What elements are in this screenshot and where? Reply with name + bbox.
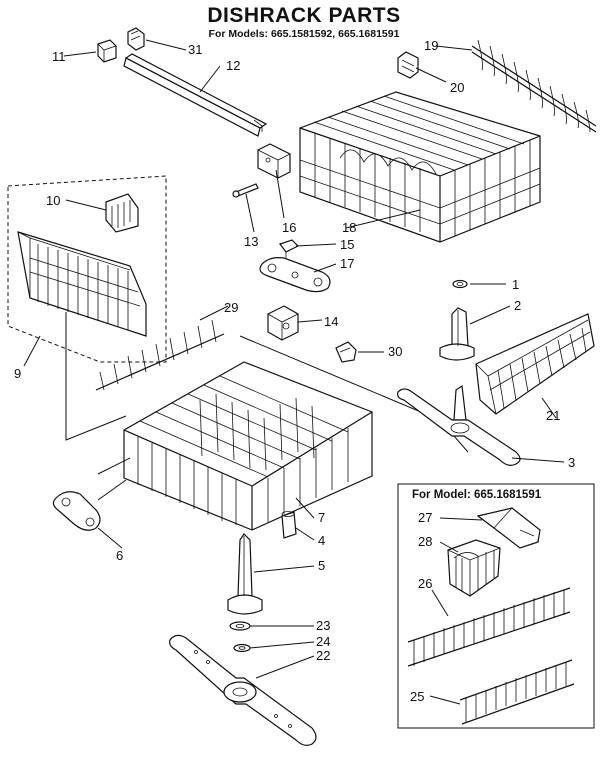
inset-box: For Model: 665.1681591 <box>397 483 595 729</box>
callout-7: 7 <box>318 510 325 525</box>
part-12-rail <box>123 53 268 137</box>
callout-14: 14 <box>324 314 338 329</box>
callout-13: 13 <box>244 234 258 249</box>
part-27-basket-handle <box>476 507 541 549</box>
callout-16: 16 <box>282 220 296 235</box>
part-24-washer <box>233 643 251 653</box>
callout-26: 26 <box>418 576 432 591</box>
part-19-tines <box>471 39 597 133</box>
callout-6: 6 <box>116 548 123 563</box>
callout-17: 17 <box>340 256 354 271</box>
callout-12: 12 <box>226 58 240 73</box>
part-11-end-cap <box>97 39 117 63</box>
part-21-side-basket <box>475 313 595 415</box>
part-18-upper-rack <box>299 91 541 243</box>
part-3-upper-spray-arm <box>397 384 521 466</box>
callout-5: 5 <box>318 558 325 573</box>
part-7-lower-rack <box>123 361 373 531</box>
callout-3: 3 <box>568 455 575 470</box>
callout-1: 1 <box>512 277 519 292</box>
callout-19: 19 <box>424 38 438 53</box>
callout-15: 15 <box>340 237 354 252</box>
callout-29: 29 <box>224 300 238 315</box>
part-20-adjuster <box>397 51 419 79</box>
callout-11: 11 <box>52 49 66 64</box>
part-16-stop-bracket <box>257 143 291 179</box>
callout-4: 4 <box>318 533 325 548</box>
callout-10: 10 <box>46 193 60 208</box>
part-26-tine-panel <box>407 587 571 667</box>
diagram-title: DISHRACK PARTS <box>207 4 401 27</box>
part-31-clip <box>127 27 145 51</box>
part-2-spray-hub <box>439 307 475 361</box>
callout-28: 28 <box>418 534 432 549</box>
part-9-silverware-basket-group <box>7 175 167 363</box>
part-23-washer <box>229 621 251 631</box>
callout-22: 22 <box>316 648 330 663</box>
callout-24: 24 <box>316 634 330 649</box>
part-14-mount-block <box>267 305 299 341</box>
callout-25: 25 <box>410 689 424 704</box>
part-1-o-ring <box>452 279 468 289</box>
callout-21: 21 <box>546 408 560 423</box>
part-25-tine-panel <box>459 659 575 725</box>
callout-leaders <box>23 39 565 705</box>
part-22-lower-spray-arm <box>169 634 317 746</box>
part-17-wheel-bracket <box>259 257 331 293</box>
part-5-spray-hub <box>227 533 263 615</box>
callout-18: 18 <box>342 220 356 235</box>
leader-guide-lines <box>65 312 469 501</box>
callout-9: 9 <box>14 366 21 381</box>
part-13-screw <box>232 183 259 198</box>
part-15-clip <box>279 239 300 258</box>
callout-2: 2 <box>514 298 521 313</box>
part-4-sleeve <box>281 511 297 539</box>
inset-title: For Model: 665.1681591 <box>412 489 542 501</box>
part-6-wheel-bracket <box>52 491 101 531</box>
callout-23: 23 <box>316 618 330 633</box>
callout-31: 31 <box>188 42 202 57</box>
part-28-small-basket <box>447 539 501 597</box>
callout-labels: 11 31 12 19 20 10 13 16 18 15 17 29 14 3… <box>14 38 575 704</box>
part-29-tine-row <box>95 319 225 391</box>
part-30-clip <box>335 341 357 363</box>
callout-20: 20 <box>450 80 464 95</box>
diagram-subtitle: For Models: 665.1581592, 665.1681591 <box>208 28 400 40</box>
callout-30: 30 <box>388 344 402 359</box>
callout-27: 27 <box>418 510 432 525</box>
